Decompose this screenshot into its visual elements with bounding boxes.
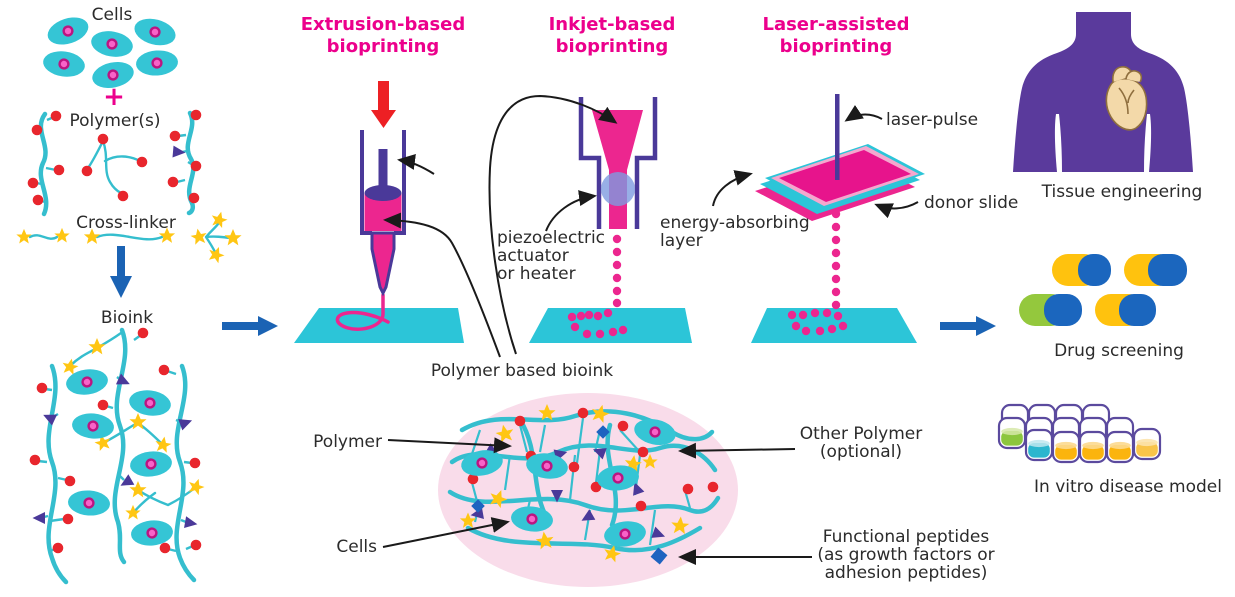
capsule-icon (1019, 294, 1082, 326)
functional-peptides-label-line2: (as growth factors or (817, 545, 994, 565)
laser-title-line2: bioprinting (780, 36, 893, 57)
capsule-icon (1124, 254, 1187, 286)
blob-cells-label: Cells (336, 537, 377, 557)
syringe (360, 130, 406, 297)
extrusion-title-line1: Extrusion-based (301, 14, 466, 35)
other-polymer-label-line1: Other Polymer (800, 424, 923, 444)
well-plate-vials (997, 403, 1162, 464)
capsule-icon (1095, 294, 1156, 326)
laser-bioprinting-section: Laser-assisted bioprinting laser-pulse e… (660, 14, 1018, 343)
functional-peptides-label-line3: adhesion peptides) (825, 563, 988, 583)
plunger-pointer-arrow (397, 154, 435, 175)
donor-slide-bioink-film (779, 150, 911, 202)
heart-icon (1105, 66, 1148, 131)
piezo-label-line3: or heater (497, 264, 576, 284)
pressure-down-arrow (371, 81, 396, 128)
laser-title-line1: Laser-assisted (762, 14, 909, 35)
plus-sign: + (103, 82, 125, 112)
polymer-chain-icons (27, 109, 202, 217)
laser-pulse-pointer-arrow (844, 105, 883, 122)
bioink-to-syringe-arrow (383, 212, 501, 358)
polymer-pointer-arrow (387, 437, 512, 454)
polymers-label: Polymer(s) (70, 111, 161, 131)
laser-falling-droplets (831, 209, 841, 310)
energy-absorbing-label-line1: energy-absorbing (660, 213, 810, 233)
disease-model-figure: In vitro disease model (997, 403, 1222, 497)
tissue-engineering-figure: Tissue engineering (1013, 12, 1202, 202)
donor-slide-stack (755, 144, 925, 221)
crosslinker-label: Cross-linker (76, 213, 176, 233)
other-polymer-pointer-arrow (678, 442, 796, 459)
inkjet-title-line1: Inkjet-based (549, 14, 676, 35)
piezo-pointer-arrow (545, 190, 597, 232)
laser-pulse-label: laser-pulse (886, 110, 978, 130)
cells-label: Cells (92, 5, 133, 25)
extrusion-print-bed (294, 308, 464, 343)
mix-down-arrow (110, 246, 132, 298)
applications-panel: Tissue engineering Drug screening (997, 12, 1222, 497)
crosslinker-chain-icons (16, 209, 242, 265)
donor-slide-label: donor slide (924, 193, 1018, 213)
cells-pointer-arrow (382, 517, 510, 548)
inkjet-housing (578, 97, 658, 229)
bioink-ingredients-panel: Cells + Polymer(s) (16, 5, 278, 585)
energy-absorbing-pointer-arrow (712, 170, 753, 207)
inkjet-title-line2: bioprinting (556, 36, 669, 57)
other-polymer-label-line2: (optional) (820, 442, 902, 462)
piezo-label-line2: actuator (497, 246, 569, 266)
plunger-rod (378, 149, 388, 189)
functional-peptides-label-line1: Functional peptides (823, 527, 990, 547)
blob-polymer-label: Polymer (313, 432, 382, 452)
torso-silhouette (1013, 12, 1193, 172)
tissue-engineering-label: Tissue engineering (1041, 182, 1203, 202)
bioink-composition-detail: Polymer Cells Other Polymer (optional) F… (313, 393, 995, 587)
piezo-label-line1: piezoelectric (497, 228, 605, 248)
laser-beam (835, 94, 840, 180)
in-vitro-disease-model-label: In vitro disease model (1034, 477, 1222, 497)
energy-absorbing-label-line2: layer (660, 231, 703, 251)
syringe-nozzle (370, 231, 396, 297)
inkjet-falling-droplets (612, 234, 622, 308)
bioink-label: Bioink (101, 308, 153, 328)
drug-screening-label: Drug screening (1054, 341, 1184, 361)
capsule-icon (1052, 254, 1111, 286)
extruded-filament (335, 293, 390, 331)
polymer-based-bioink-label: Polymer based bioink (431, 361, 613, 381)
donor-slide-pointer-arrow (874, 201, 919, 219)
inkjet-reservoir (592, 110, 643, 229)
bioink-network (29, 327, 207, 585)
drug-screening-figure: Drug screening (1019, 254, 1187, 361)
inkjet-bioprinting-section: Inkjet-based bioprinting piezoelectric a… (497, 14, 692, 343)
flow-arrow-to-printing (222, 316, 278, 336)
plunger-piston (364, 185, 402, 201)
extrusion-bioprinting-section: Extrusion-based bioprinting (294, 14, 465, 343)
flow-arrow-to-applications (940, 316, 996, 336)
extrusion-title-line2: bioprinting (327, 36, 440, 57)
piezo-actuator (601, 172, 635, 206)
bioink-to-inkjet-arrow (488, 94, 618, 355)
